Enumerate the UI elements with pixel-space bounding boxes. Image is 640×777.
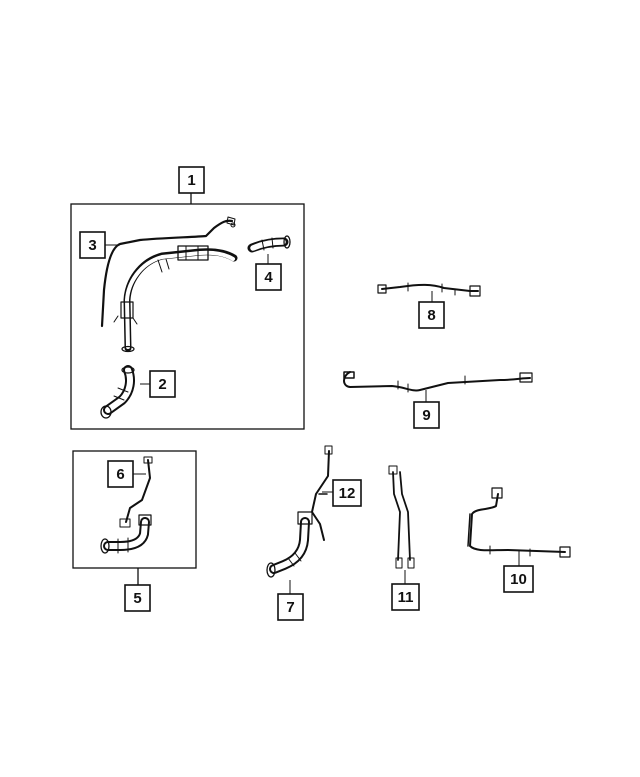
callout-7: 7	[277, 593, 304, 621]
assembly-1-frame	[70, 203, 305, 430]
part-7-filler-neck	[266, 511, 313, 578]
callout-6-label: 6	[116, 466, 124, 483]
callout-6: 6	[107, 460, 134, 488]
part-8-line	[377, 282, 481, 297]
callout-2: 2	[149, 370, 176, 398]
part-1-filler-assembly	[113, 245, 238, 353]
callout-3: 3	[79, 231, 106, 259]
callout-8: 8	[418, 301, 445, 329]
callout-8-label: 8	[427, 307, 435, 324]
callout-10: 10	[503, 565, 534, 593]
callout-7-label: 7	[286, 599, 294, 616]
callout-10-label: 10	[510, 571, 527, 588]
assembly-5-frame	[72, 450, 197, 569]
part-4-hose-coupling	[247, 235, 291, 253]
part-5-filler-neck	[100, 514, 152, 554]
part-2-lower-hose	[100, 365, 135, 419]
part-12-vent-line	[311, 445, 333, 541]
callout-2-label: 2	[158, 376, 166, 393]
callout-12: 12	[332, 479, 362, 507]
callout-11: 11	[391, 583, 420, 611]
callout-5: 5	[124, 584, 151, 612]
part-9-line	[343, 371, 533, 393]
callout-1-label: 1	[187, 172, 195, 189]
callout-11-label: 11	[398, 589, 414, 606]
callout-12-label: 12	[339, 485, 356, 502]
part-3-vent-tube	[100, 216, 236, 328]
callout-3-label: 3	[88, 237, 96, 254]
callout-9: 9	[413, 401, 440, 429]
part-6-sensor-line	[119, 456, 153, 528]
callout-5-label: 5	[133, 590, 141, 607]
callout-1: 1	[178, 166, 205, 194]
part-10-line	[467, 487, 571, 558]
callout-4: 4	[255, 263, 282, 291]
callout-4-label: 4	[264, 269, 273, 286]
callout-9-label: 9	[422, 407, 430, 424]
part-11-twin-lines	[388, 465, 415, 569]
